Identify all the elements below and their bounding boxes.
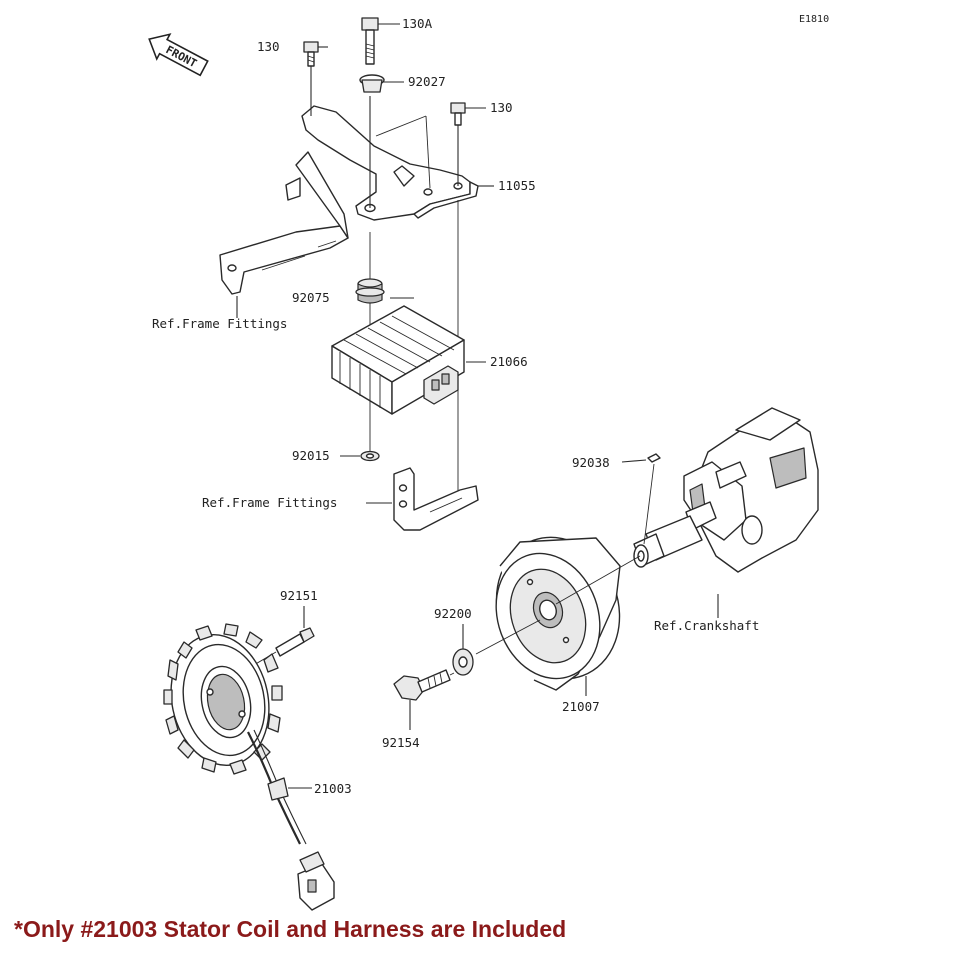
frame-fitting-upper bbox=[219, 151, 349, 295]
grommet-92075 bbox=[355, 278, 385, 304]
front-arrow-icon: FRONT bbox=[148, 33, 209, 77]
label-92200: 92200 bbox=[434, 606, 472, 621]
bolt-130A-long bbox=[361, 17, 379, 65]
label-ref-crankshaft: Ref.Crankshaft bbox=[654, 618, 759, 633]
label-92038: 92038 bbox=[572, 455, 610, 470]
label-92154: 92154 bbox=[382, 735, 420, 750]
key-92038 bbox=[621, 453, 661, 545]
label-130A: 130A bbox=[402, 16, 433, 31]
label-92151: 92151 bbox=[280, 588, 318, 603]
label-11055: 11055 bbox=[498, 178, 536, 193]
bolt-130-left bbox=[303, 41, 319, 67]
label-ref-frame-fittings-lower: Ref.Frame Fittings bbox=[202, 495, 337, 510]
label-92075: 92075 bbox=[292, 290, 330, 305]
bolt-130-right bbox=[450, 102, 466, 126]
flywheel-21007 bbox=[495, 536, 641, 696]
bolt-92154 bbox=[393, 669, 455, 730]
label-21007: 21007 bbox=[562, 699, 600, 714]
regulator-21066 bbox=[331, 305, 465, 415]
label-92015: 92015 bbox=[292, 448, 330, 463]
nut-92015 bbox=[360, 450, 380, 462]
label-ref-frame-fittings-upper: Ref.Frame Fittings bbox=[152, 316, 287, 331]
stator-coil-21003 bbox=[163, 623, 335, 911]
washer-92200 bbox=[452, 619, 541, 676]
assembly-lines-upper bbox=[236, 23, 494, 504]
label-130-right: 130 bbox=[490, 100, 513, 115]
crankshaft bbox=[633, 407, 819, 573]
label-21066: 21066 bbox=[490, 354, 528, 369]
collar-92027 bbox=[359, 74, 385, 93]
included-parts-note: *Only #21003 Stator Coil and Harness are… bbox=[14, 916, 567, 942]
frame-fitting-lower bbox=[393, 467, 479, 531]
bracket-11055 bbox=[301, 105, 479, 221]
drawing-code: E1810 bbox=[799, 14, 829, 25]
label-92027: 92027 bbox=[408, 74, 446, 89]
label-21003: 21003 bbox=[314, 781, 352, 796]
bolt-92151 bbox=[241, 606, 315, 673]
label-130-left: 130 bbox=[257, 39, 280, 54]
